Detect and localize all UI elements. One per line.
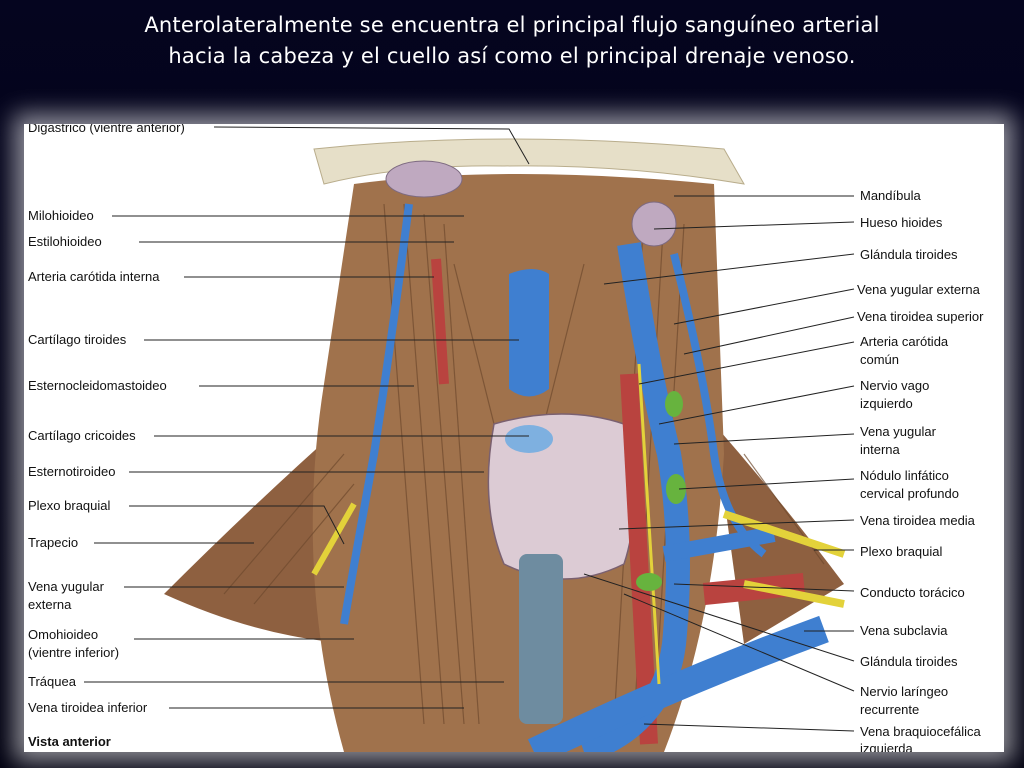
title-line-1: Anterolateralmente se encuentra el princ… bbox=[144, 13, 880, 37]
label-glandula-tiroides-bottom: Glándula tiroides bbox=[860, 654, 958, 669]
label-esternocleidomastoideo: Esternocleidomastoideo bbox=[28, 378, 167, 393]
label-vena-subclavia: Vena subclavia bbox=[860, 623, 948, 638]
label-recurrente: recurrente bbox=[860, 702, 920, 717]
label-cartilago-tiroides: Cartílago tiroides bbox=[28, 332, 127, 347]
label-milohioideo: Milohioideo bbox=[28, 208, 94, 223]
submandibular-gland-right bbox=[631, 201, 677, 247]
label-vena-tiroidea-superior: Vena tiroidea superior bbox=[857, 309, 984, 324]
label-izquierda: izquierda bbox=[860, 741, 913, 752]
label-digastrico: Digastrico (vientre anterior) bbox=[28, 124, 185, 135]
label-vena-tiroidea-media: Vena tiroidea media bbox=[860, 513, 975, 528]
label-externa: externa bbox=[28, 597, 72, 612]
label-vena-yugular: Vena yugular bbox=[28, 579, 104, 594]
label-nervio-vago: Nervio vago bbox=[860, 378, 930, 393]
slide-title: Anterolateralmente se encuentra el princ… bbox=[20, 10, 1004, 72]
label-mandibula: Mandíbula bbox=[860, 188, 921, 203]
label-conducto-toracico: Conducto torácico bbox=[860, 585, 965, 600]
label-glandula-tiroides-top: Glándula tiroides bbox=[860, 247, 958, 262]
carotid-artery bbox=[620, 373, 658, 745]
external-jugular-left bbox=[340, 203, 413, 625]
label-hueso-hioides: Hueso hioides bbox=[860, 215, 943, 230]
label-arteria-carotida-interna: Arteria carótida interna bbox=[28, 269, 160, 284]
neck-illustration bbox=[84, 126, 855, 752]
label-plexo-braquial-left: Plexo braquial bbox=[28, 498, 111, 513]
cricoid-cartilage bbox=[505, 425, 553, 453]
label-vista-anterior: Vista anterior bbox=[28, 734, 111, 749]
thyroid-cartilage bbox=[509, 269, 549, 397]
label-vena-yugular-interna: Vena yugular bbox=[860, 424, 936, 439]
label-vena-yugular-externa: Vena yugular externa bbox=[857, 282, 980, 297]
label-cervical-profundo: cervical profundo bbox=[860, 486, 959, 501]
lymph-node bbox=[665, 391, 683, 417]
label-esternotiroideo: Esternotiroideo bbox=[28, 464, 116, 479]
internal-carotid bbox=[431, 258, 449, 385]
brachial-plexus-right bbox=[722, 510, 846, 558]
label-comun: común bbox=[860, 352, 900, 367]
label-traquea: Tráquea bbox=[28, 674, 76, 689]
label-nodulo-linfatico: Nódulo linfático bbox=[860, 468, 949, 483]
leader-lines-right bbox=[583, 195, 855, 732]
lymph-node bbox=[666, 474, 686, 504]
thyroid-gland bbox=[487, 413, 635, 580]
anatomy-figure: Digastrico (vientre anterior) Milohioide… bbox=[24, 124, 1004, 752]
brachial-plexus-left bbox=[311, 502, 357, 576]
label-arteria-carotida: Arteria carótida bbox=[860, 334, 949, 349]
middle-thyroid-vein bbox=[662, 526, 776, 562]
label-interna: interna bbox=[860, 442, 900, 457]
label-estilohioideo: Estilohioideo bbox=[28, 234, 102, 249]
vagus-nerve bbox=[637, 363, 661, 685]
leader-lines-left bbox=[84, 126, 530, 709]
lymph-node bbox=[636, 573, 662, 591]
label-omohioideo: Omohioideo bbox=[28, 627, 99, 642]
label-nervio-laringeo: Nervio laríngeo bbox=[860, 684, 949, 699]
subclavian-vein bbox=[527, 615, 829, 752]
label-vena-tiroidea-inferior: Vena tiroidea inferior bbox=[28, 700, 148, 715]
submandibular-gland-left bbox=[385, 160, 463, 198]
label-vena-braquiocefalica: Vena braquiocefálica bbox=[860, 724, 981, 739]
trachea bbox=[519, 554, 563, 724]
external-jugular-right bbox=[670, 253, 767, 558]
title-line-2: hacia la cabeza y el cuello así como el … bbox=[168, 44, 856, 68]
label-cartilago-cricoides: Cartílago cricoides bbox=[28, 428, 136, 443]
label-plexo-braquial-right: Plexo braquial bbox=[860, 544, 943, 559]
label-vientre-inferior: (vientre inferior) bbox=[28, 645, 120, 660]
label-trapecio: Trapecio bbox=[28, 535, 79, 550]
label-izquierdo: izquierdo bbox=[860, 396, 913, 411]
